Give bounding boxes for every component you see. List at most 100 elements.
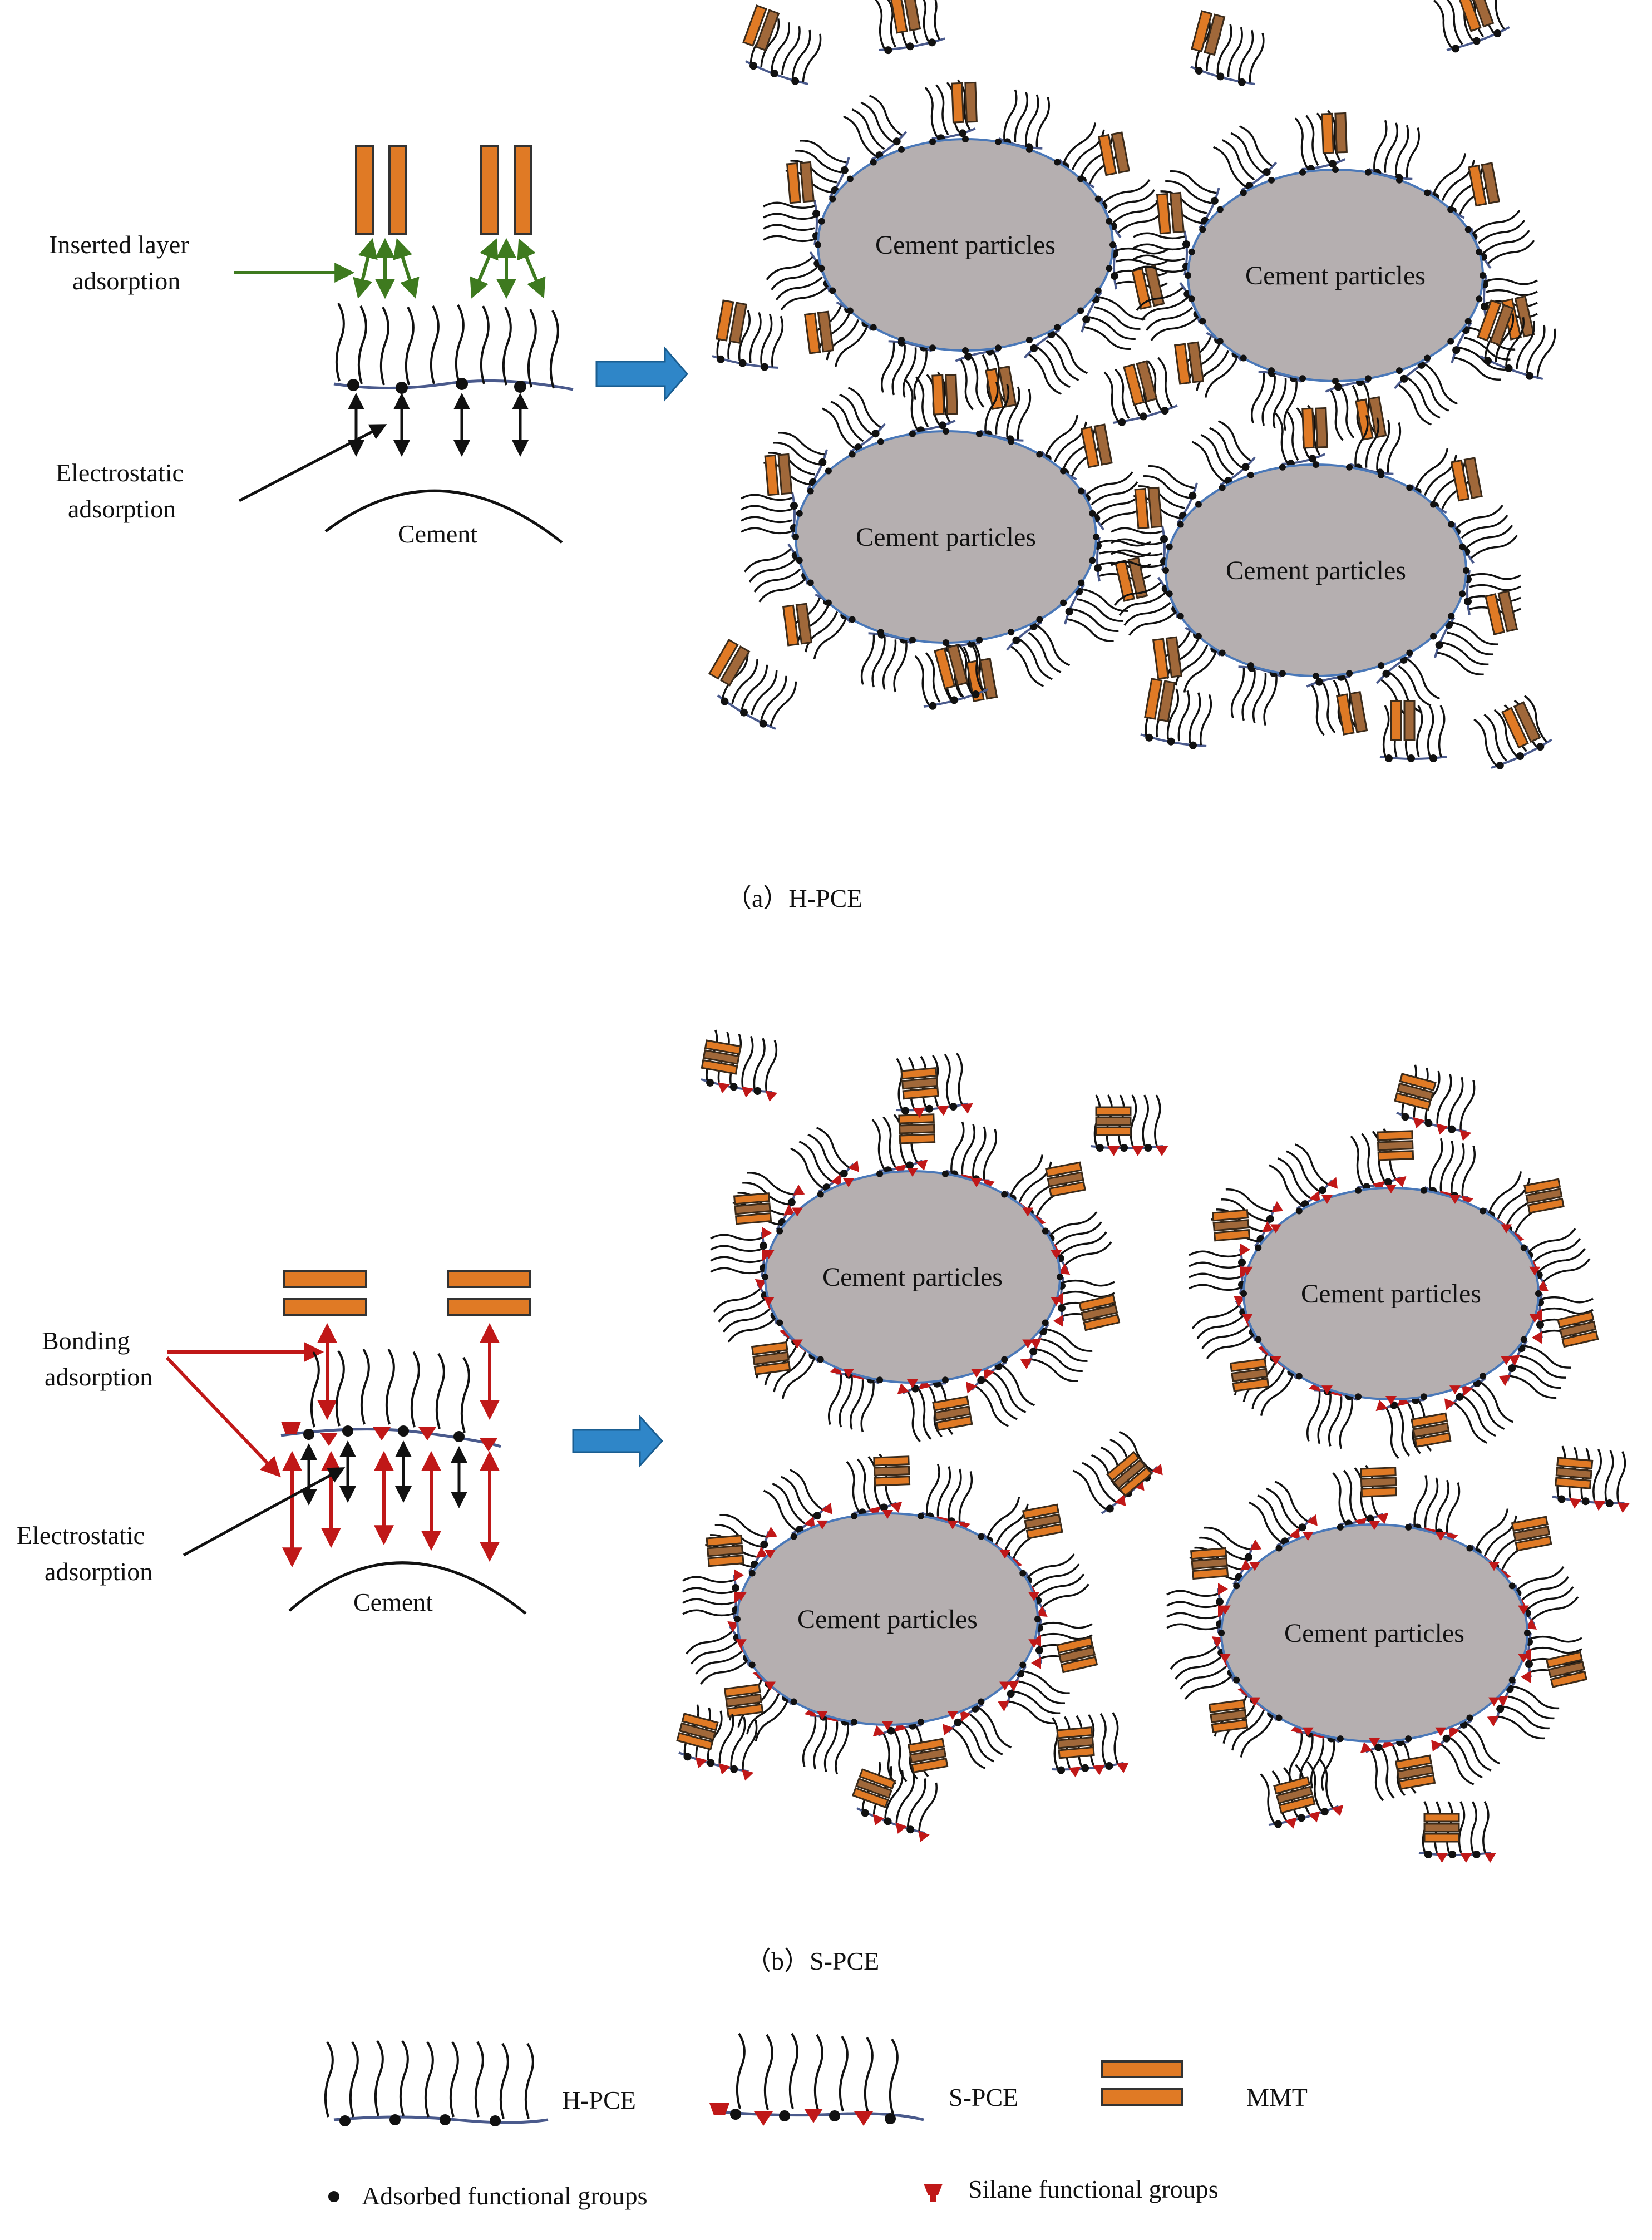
transition-arrow-a [595, 346, 688, 402]
mmt-stack [751, 1341, 791, 1375]
particle-brush [1189, 1244, 1250, 1294]
legend-silane-marker [924, 2184, 943, 2202]
cement-particle: Cement particles [710, 1111, 1121, 1443]
panel-b: Cement Bonding adsorption Electrostatic … [17, 1029, 1630, 1975]
legend-hpce-label: H-PCE [562, 2086, 636, 2114]
panel-a: Cement Inserted layer adsorption Electro… [49, 0, 1556, 912]
mmt-stack [1411, 1412, 1452, 1448]
mmt-stack [1390, 700, 1416, 741]
mmt-stack [1394, 1754, 1436, 1790]
caption-a: （a）H-PCE [726, 884, 862, 912]
mmt-stack [1423, 1813, 1460, 1843]
mmt-stack [1045, 1161, 1086, 1197]
mmt-stack [934, 644, 969, 690]
particle-brush [1349, 415, 1402, 477]
cement-particle: Cement particles [682, 1453, 1098, 1785]
particle-brush [1431, 1719, 1501, 1785]
mmt-stack [786, 161, 815, 204]
particle-brush [1444, 1378, 1513, 1444]
free-polymer-cluster [1480, 309, 1556, 380]
mmt-stack [1156, 191, 1185, 235]
mmt-vertical-group-2 [480, 145, 532, 235]
panel-b-schematic: Cement Bonding adsorption Electrostatic … [17, 1270, 531, 1616]
mmt-stack [1545, 1651, 1587, 1688]
mmt-stack [1557, 1311, 1599, 1348]
particle-brush [1111, 525, 1168, 571]
cement-particle-label: Cement particles [875, 230, 1056, 260]
mmt-stack [1056, 1726, 1095, 1759]
cement-particle: Cement particles [1166, 1464, 1587, 1802]
particle-brush [1375, 1395, 1432, 1459]
mmt-stack [723, 1683, 764, 1718]
mmt-stack [1152, 636, 1183, 680]
mmt-stack [1211, 1209, 1251, 1242]
mmt-stack [985, 366, 1017, 410]
mmt-stack [701, 1039, 742, 1075]
mmt-horizontal-group-1 [283, 1270, 367, 1316]
particle-brush [1360, 1737, 1417, 1802]
panel-a-free-clusters [708, 0, 1556, 769]
legend-silane-label: Silane functional groups [968, 2175, 1219, 2203]
green-arrows [234, 238, 546, 299]
mmt-stack [708, 638, 751, 687]
cement-label-b: Cement [353, 1588, 433, 1616]
free-polymer-cluster [717, 653, 797, 730]
particle-brush [763, 1469, 832, 1535]
mmt-stack [1134, 486, 1163, 530]
mmt-stack [1095, 1106, 1132, 1136]
cement-surface-arc-b [288, 1561, 527, 1615]
mmt-stack [1523, 1178, 1565, 1214]
inserted-label-line1: Inserted layer [49, 230, 189, 259]
mmt-stack [908, 1738, 949, 1774]
mmt-stack [764, 453, 793, 496]
mmt-stack [1511, 1516, 1552, 1552]
cement-particle-label: Cement particles [1245, 261, 1426, 290]
cement-particle-label: Cement particles [1284, 1619, 1464, 1648]
particle-brush [1133, 230, 1190, 276]
particle-brush [1487, 1681, 1560, 1740]
mmt-stack [1485, 590, 1518, 635]
legend-mmt-label: MMT [1246, 2083, 1308, 2111]
mmt-stack [1301, 407, 1328, 449]
particle-brush [1191, 420, 1256, 486]
particle-brush [965, 1361, 1035, 1427]
inserted-label-line2: adsorption [72, 267, 180, 295]
mmt-stack [1394, 1073, 1437, 1111]
legend-hpce-symbol [324, 2040, 549, 2126]
mmt-stack [1078, 1294, 1121, 1331]
spce-schematic-polymer [280, 1348, 501, 1452]
mmt-stack [1173, 341, 1205, 385]
mmt-stack [1131, 264, 1165, 310]
caption-b: （b）S-PCE [746, 1947, 879, 1975]
mmt-stack [1191, 10, 1226, 56]
electrostatic-label-line2: adsorption [68, 495, 176, 523]
mmt-stack [1190, 1547, 1229, 1580]
mmt-stack [803, 310, 835, 354]
mmt-stack [898, 1113, 936, 1144]
electrostatic-arrows-b [183, 1440, 467, 1557]
free-polymer-cluster [678, 1704, 758, 1781]
mmt-stack [716, 299, 748, 344]
mmt-stack [1336, 691, 1368, 736]
electrostatic-arrows [238, 393, 529, 502]
mmt-stack [1022, 1503, 1063, 1540]
mmt-stack [1144, 678, 1176, 722]
electrostatic-label-line1: Electrostatic [56, 458, 184, 487]
free-polymer-cluster [1418, 1801, 1497, 1863]
cement-particle: Cement particles [763, 79, 1168, 411]
free-polymer-cluster [1379, 705, 1447, 762]
cement-label: Cement [398, 520, 477, 548]
particle-brush [766, 251, 831, 310]
free-polymer-cluster [895, 1053, 973, 1118]
legend-mmt-symbol [1101, 2060, 1183, 2106]
mmt-stack [1477, 299, 1515, 347]
particle-brush [897, 1378, 954, 1443]
particle-brush [705, 1514, 777, 1573]
mmt-stack [1080, 423, 1113, 468]
cement-particle-label: Cement particles [797, 1605, 978, 1634]
mmt-stack [1555, 1457, 1594, 1489]
free-polymer-cluster [914, 640, 989, 710]
particle-brush [741, 492, 798, 537]
